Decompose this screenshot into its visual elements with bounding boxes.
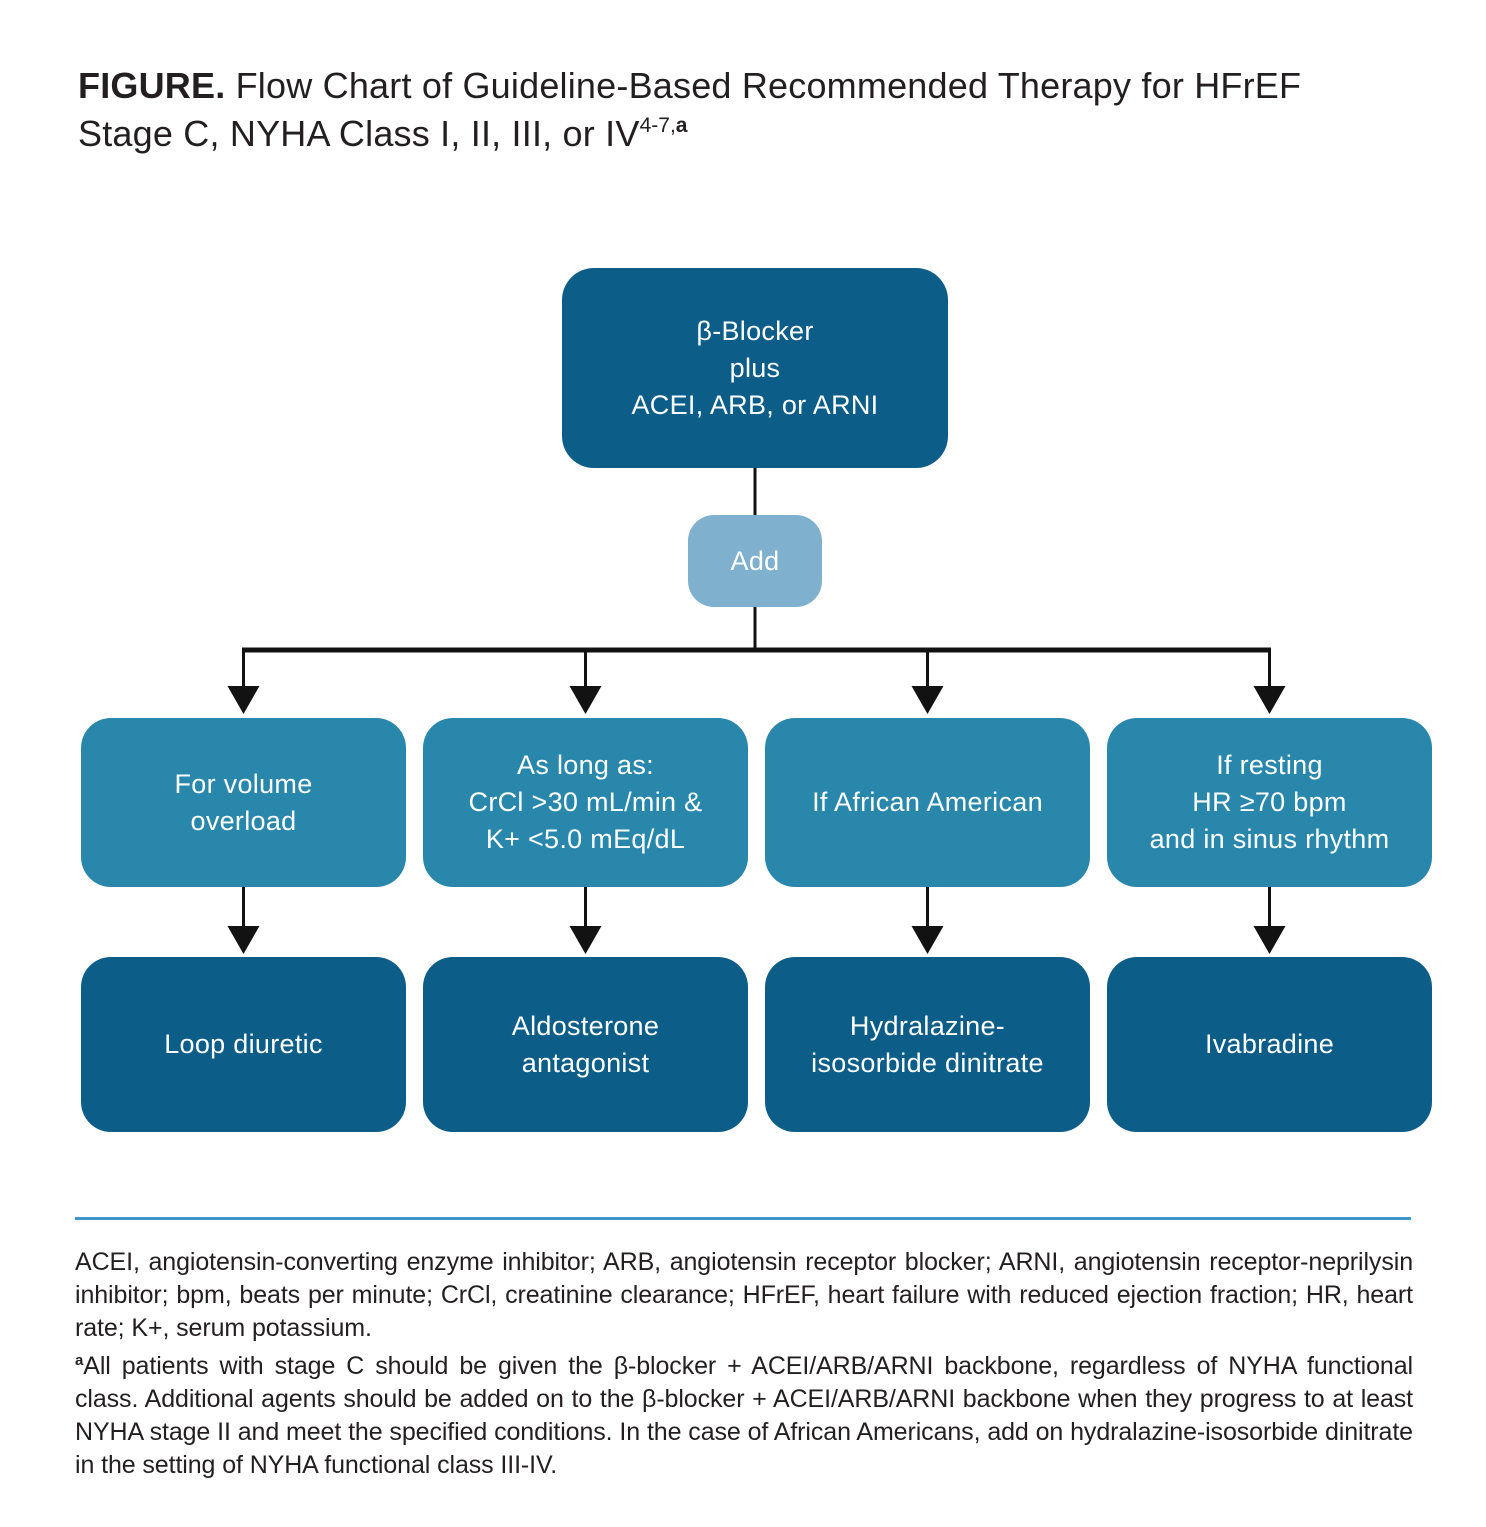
divider-rule — [75, 1217, 1411, 1220]
arrowhead-down-icon — [569, 686, 602, 714]
node-label: As long as: CrCl >30 mL/min & K+ <5.0 mE… — [468, 750, 703, 854]
node-add: Add — [688, 515, 822, 607]
node-label: Loop diuretic — [164, 1029, 323, 1059]
node-condition-volume-overload: For volume overload — [81, 718, 406, 887]
arrowhead-down-icon — [569, 926, 602, 954]
arrowhead-down-icon — [911, 926, 944, 954]
title-superscript: 4-7,a — [640, 114, 688, 137]
node-label: For volume overload — [174, 768, 313, 836]
figure-title-text: Flow Chart of Guideline-Based Recommende… — [78, 65, 1302, 154]
arrowhead-down-icon — [227, 926, 260, 954]
node-label: β-Blocker plus ACEI, ARB, or ARNI — [631, 315, 879, 420]
note-text: All patients with stage C should be give… — [75, 1352, 1413, 1479]
footnote-marker-a: a — [675, 114, 688, 137]
node-therapy-loop-diuretic: Loop diuretic — [81, 957, 406, 1132]
node-label: Hydralazine- isosorbide dinitrate — [811, 1010, 1044, 1078]
node-label: If African American — [812, 787, 1043, 817]
node-label: Aldosterone antagonist — [511, 1010, 660, 1078]
node-therapy-ivabradine: Ivabradine — [1107, 957, 1432, 1132]
arrowhead-down-icon — [1253, 686, 1286, 714]
node-condition-african-american: If African American — [765, 718, 1090, 887]
abbreviations-footnote: ACEI, angiotensin-converting enzyme inhi… — [75, 1248, 1413, 1342]
footnote-marker-a: a — [75, 1352, 84, 1369]
node-label: If resting HR ≥70 bpm and in sinus rhyth… — [1149, 750, 1390, 854]
node-condition-renal-potassium: As long as: CrCl >30 mL/min & K+ <5.0 mE… — [423, 718, 748, 887]
node-therapy-hydralazine-isosorbide: Hydralazine- isosorbide dinitrate — [765, 957, 1090, 1132]
node-condition-resting-hr: If resting HR ≥70 bpm and in sinus rhyth… — [1107, 718, 1432, 887]
arrowhead-down-icon — [1253, 926, 1286, 954]
node-backbone-therapy: β-Blocker plus ACEI, ARB, or ARNI — [562, 268, 948, 468]
arrowhead-down-icon — [227, 686, 260, 714]
reference-numbers: 4-7, — [639, 114, 676, 137]
note-footnote: aAll patients with stage C should be giv… — [75, 1350, 1413, 1482]
node-label: Ivabradine — [1204, 1029, 1335, 1059]
arrowhead-down-icon — [911, 686, 944, 714]
figure-label: FIGURE. — [78, 65, 226, 106]
node-therapy-aldosterone-antagonist: Aldosterone antagonist — [423, 957, 748, 1132]
node-label: Add — [730, 545, 780, 576]
figure-title: FIGURE. Flow Chart of Guideline-Based Re… — [78, 62, 1428, 158]
